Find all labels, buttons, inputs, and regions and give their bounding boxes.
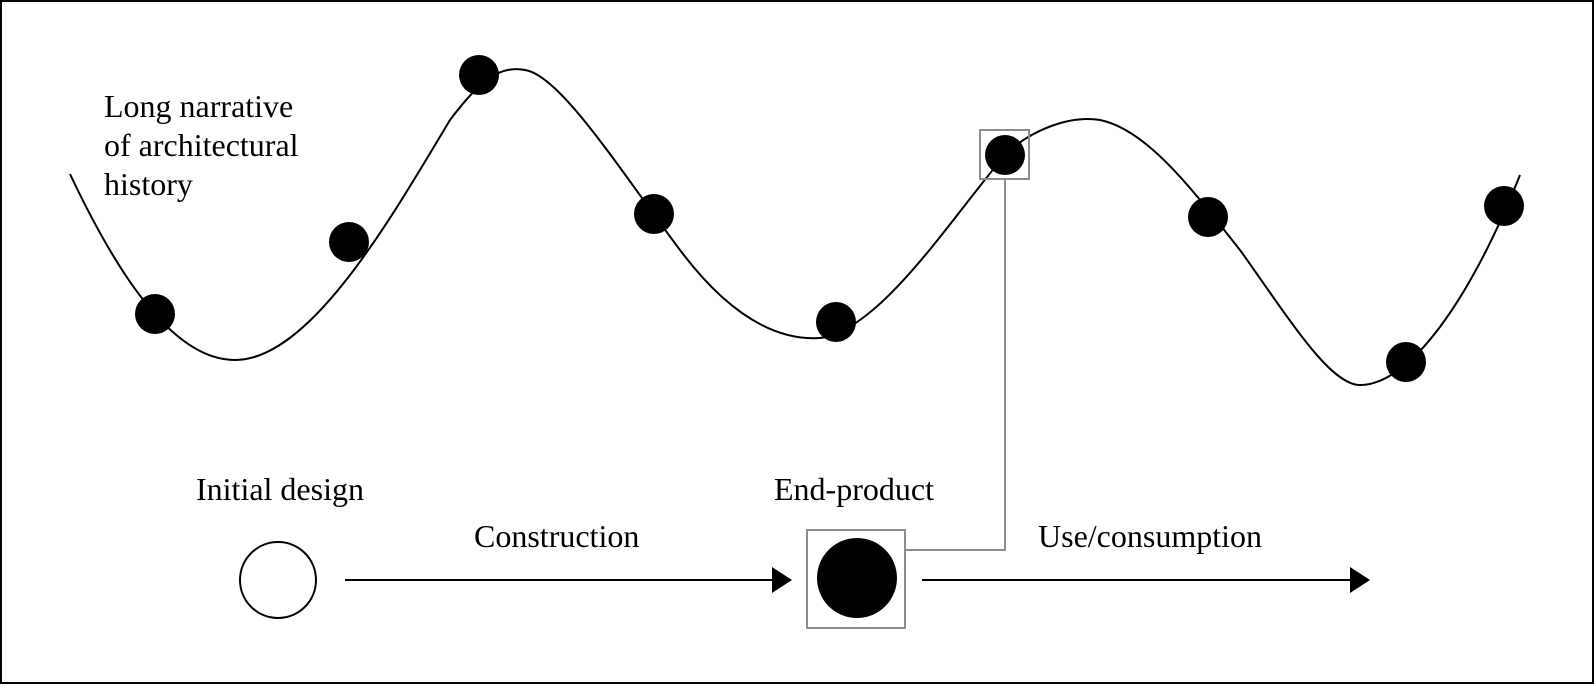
end-product-box [806,529,906,629]
history-point [1484,186,1524,226]
construction-arrowhead [772,567,792,593]
history-point [135,294,175,334]
construction-label: Construction [474,518,639,554]
use-consumption-label: Use/consumption [1038,518,1262,554]
narrative-label-line2: of architectural [104,127,299,163]
end-product-circle [817,538,897,618]
narrative-label-line3: history [104,166,193,202]
history-point [985,135,1025,175]
use-consumption-arrowhead [1350,567,1370,593]
history-point [1386,342,1426,382]
history-point [816,302,856,342]
narrative-label-line1: Long narrative [104,88,293,124]
history-point [634,194,674,234]
history-wave-curve [69,68,1521,387]
end-product-label: End-product [774,471,934,507]
history-points [135,55,1524,382]
connector-line [905,179,1006,551]
history-point [459,55,499,95]
history-point [329,222,369,262]
initial-design-circle [239,541,317,619]
initial-design-label: Initial design [196,471,364,507]
history-point [1188,197,1228,237]
